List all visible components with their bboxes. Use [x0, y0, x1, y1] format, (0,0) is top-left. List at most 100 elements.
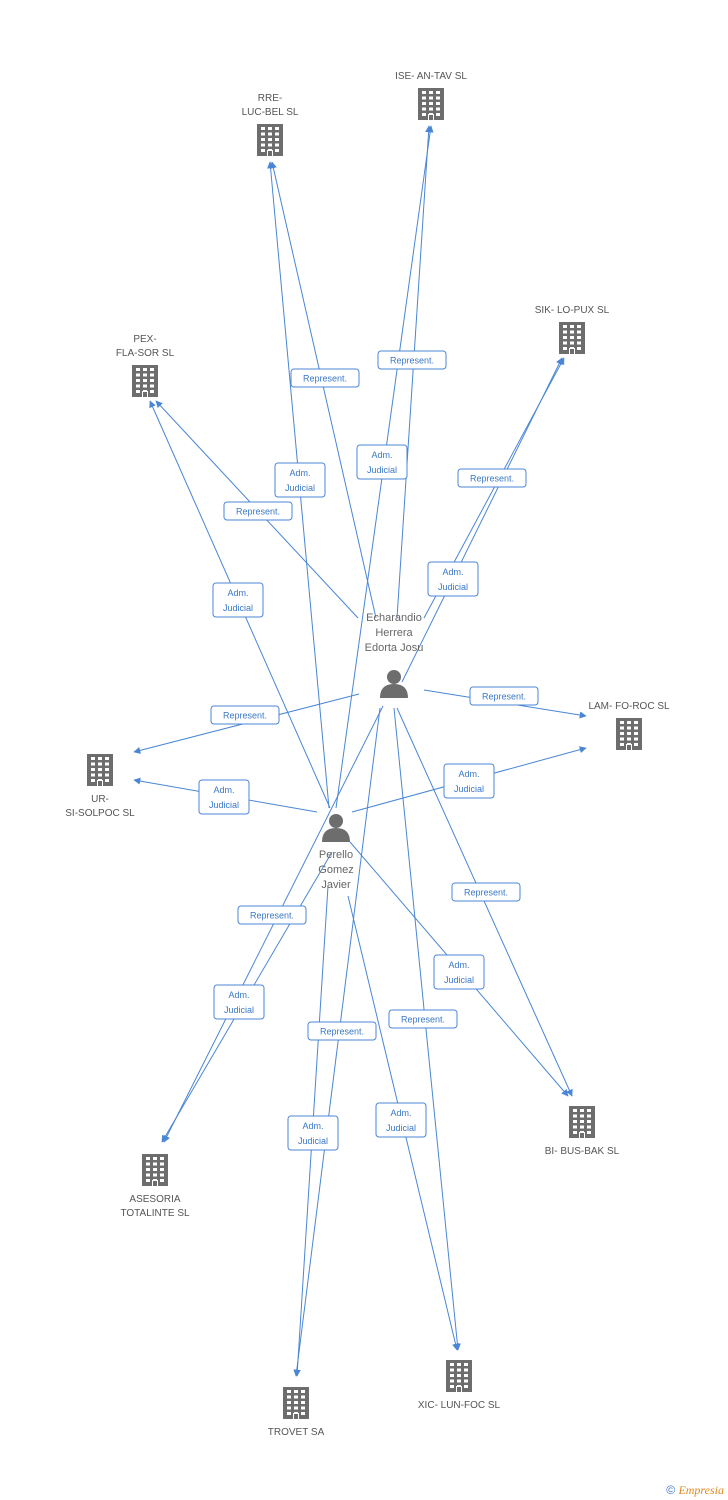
edge-label-adm-judicial[interactable]: Adm.Judicial: [433, 954, 485, 990]
edge-label-text: Represent.: [401, 1015, 445, 1025]
edge-label-adm-judicial[interactable]: Adm.Judicial: [212, 582, 264, 618]
edge-line: [269, 161, 377, 619]
edge-label-text: Represent.: [236, 507, 280, 517]
company-node[interactable]: ASESORIA TOTALINTE SL: [120, 1154, 190, 1219]
edge-line: [396, 125, 433, 619]
edge-line: [393, 707, 461, 1351]
node-label-text: XIC- LUN-FOC SL: [418, 1400, 501, 1411]
company-node[interactable]: PEX- FLA-SOR SL: [116, 334, 175, 397]
node-label-text: Echarandio: [366, 612, 422, 624]
edge-label-text: Represent.: [250, 911, 294, 921]
edge-label-represent[interactable]: Represent.: [223, 501, 293, 521]
edge-label-box: [213, 984, 265, 1020]
building-icon: [446, 1360, 472, 1392]
edge-label-box: [290, 368, 360, 388]
company-node[interactable]: BI- BUS-BAK SL: [545, 1106, 620, 1157]
footer-brand: © Empresia: [666, 1483, 724, 1498]
person-icon: [380, 670, 408, 698]
person-icon: [322, 814, 350, 842]
brand-logo: Empresia: [678, 1483, 724, 1497]
edge-label-adm-judicial[interactable]: Adm.Judicial: [274, 462, 326, 498]
edge-label-text: Judicial: [224, 1005, 254, 1015]
edge-label-represent[interactable]: Represent.: [377, 350, 447, 370]
company-node[interactable]: SIK- LO-PUX SL: [535, 305, 610, 354]
edge-label-represent[interactable]: Represent.: [290, 368, 360, 388]
company-node[interactable]: RRE-LUC-BEL SL: [242, 93, 299, 156]
edge-label-represent[interactable]: Represent.: [237, 905, 307, 925]
edge-label-box: [287, 1115, 339, 1151]
edge-label-text: Judicial: [367, 465, 397, 475]
edge-label-text: Judicial: [454, 784, 484, 794]
edge-label-box: [212, 582, 264, 618]
node-label-text: UR-: [91, 794, 109, 805]
company-node[interactable]: XIC- LUN-FOC SL: [418, 1360, 501, 1411]
edge-label-text: Represent.: [482, 692, 526, 702]
edge-label-text: Represent.: [464, 888, 508, 898]
edge-label-adm-judicial[interactable]: Adm. Judicial: [375, 1102, 427, 1138]
edge-label-represent[interactable]: Represent.: [210, 705, 280, 725]
company-node[interactable]: UR- SI-SOLPOC SL: [65, 754, 135, 819]
company-node[interactable]: ISE- AN-TAV SL: [395, 71, 467, 120]
edge-label-text: Adm.: [227, 588, 248, 598]
edge-label-adm-judicial[interactable]: Adm. Judicial: [427, 561, 479, 597]
edge-label-text: Adm.: [289, 468, 310, 478]
building-icon: [418, 88, 444, 120]
building-icon: [87, 754, 113, 786]
edge-label-text: Represent.: [223, 711, 267, 721]
edge-label-text: Adm.: [390, 1108, 411, 1118]
edge-labels-layer: Adm.JudicialRepresent.Represent.Adm.Judi…: [198, 350, 539, 1151]
edge-label-text: Judicial: [209, 800, 239, 810]
node-label-text: LAM- FO-ROC SL: [588, 701, 670, 712]
node-label-text: SIK- LO-PUX SL: [535, 305, 610, 316]
building-icon: [616, 718, 642, 750]
node-label-text: Edorta Josu: [365, 642, 424, 654]
edge-label-text: Adm.: [213, 785, 234, 795]
edge-label-text: Adm.: [458, 769, 479, 779]
edge-label-represent[interactable]: Represent.: [469, 686, 539, 706]
edge-label-adm-judicial[interactable]: Adm. Judicial: [356, 444, 408, 480]
edge-label-text: Judicial: [444, 975, 474, 985]
edge-label-text: Represent.: [470, 474, 514, 484]
node-label-text: PEX-: [133, 334, 156, 345]
nodes-layer: RRE-LUC-BEL SL ISE- AN-TAV SL SIK- LO-PUX …: [65, 71, 670, 1438]
edge-label-box: [375, 1102, 427, 1138]
edge-label-box: [307, 1021, 377, 1041]
edge-label-box: [356, 444, 408, 480]
edge-line: [396, 707, 573, 1097]
edge-label-represent[interactable]: Represent.: [457, 468, 527, 488]
node-label-text: FLA-SOR SL: [116, 348, 175, 359]
edge-label-adm-judicial[interactable]: Adm.Judicial: [287, 1115, 339, 1151]
node-label-text: TOTALINTE SL: [120, 1208, 190, 1219]
edge-label-text: Judicial: [386, 1123, 416, 1133]
building-icon: [569, 1106, 595, 1138]
edge-label-box: [388, 1009, 458, 1029]
node-label-text: SI-SOLPOC SL: [65, 808, 135, 819]
edge-label-text: Adm.: [371, 450, 392, 460]
node-label-text: ISE- AN-TAV SL: [395, 71, 467, 82]
edge-label-text: Judicial: [438, 582, 468, 592]
edge-label-represent[interactable]: Represent.: [388, 1009, 458, 1029]
node-label-text: ASESORIA: [129, 1194, 180, 1205]
company-node[interactable]: TROVET SA: [268, 1387, 325, 1438]
company-node[interactable]: LAM- FO-ROC SL: [588, 701, 670, 750]
edge-label-adm-judicial[interactable]: Adm. Judicial: [443, 763, 495, 799]
edge-label-adm-judicial[interactable]: Adm. Judicial: [198, 779, 250, 815]
building-icon: [142, 1154, 168, 1186]
edges-layer: [133, 125, 587, 1377]
edge-label-box: [469, 686, 539, 706]
edge-label-represent[interactable]: Represent.: [307, 1021, 377, 1041]
node-label-text: Perello: [319, 849, 353, 861]
edge-label-adm-judicial[interactable]: Adm.Judicial: [213, 984, 265, 1020]
edge-label-text: Represent.: [320, 1027, 364, 1037]
edge-label-represent[interactable]: Represent.: [451, 882, 521, 902]
edge-label-box: [451, 882, 521, 902]
edge-label-box: [443, 763, 495, 799]
edge-label-text: Adm.: [442, 567, 463, 577]
edge-label-box: [198, 779, 250, 815]
building-icon: [559, 322, 585, 354]
edge-label-box: [377, 350, 447, 370]
edge-label-text: Represent.: [390, 356, 434, 366]
edge-line: [293, 707, 381, 1377]
